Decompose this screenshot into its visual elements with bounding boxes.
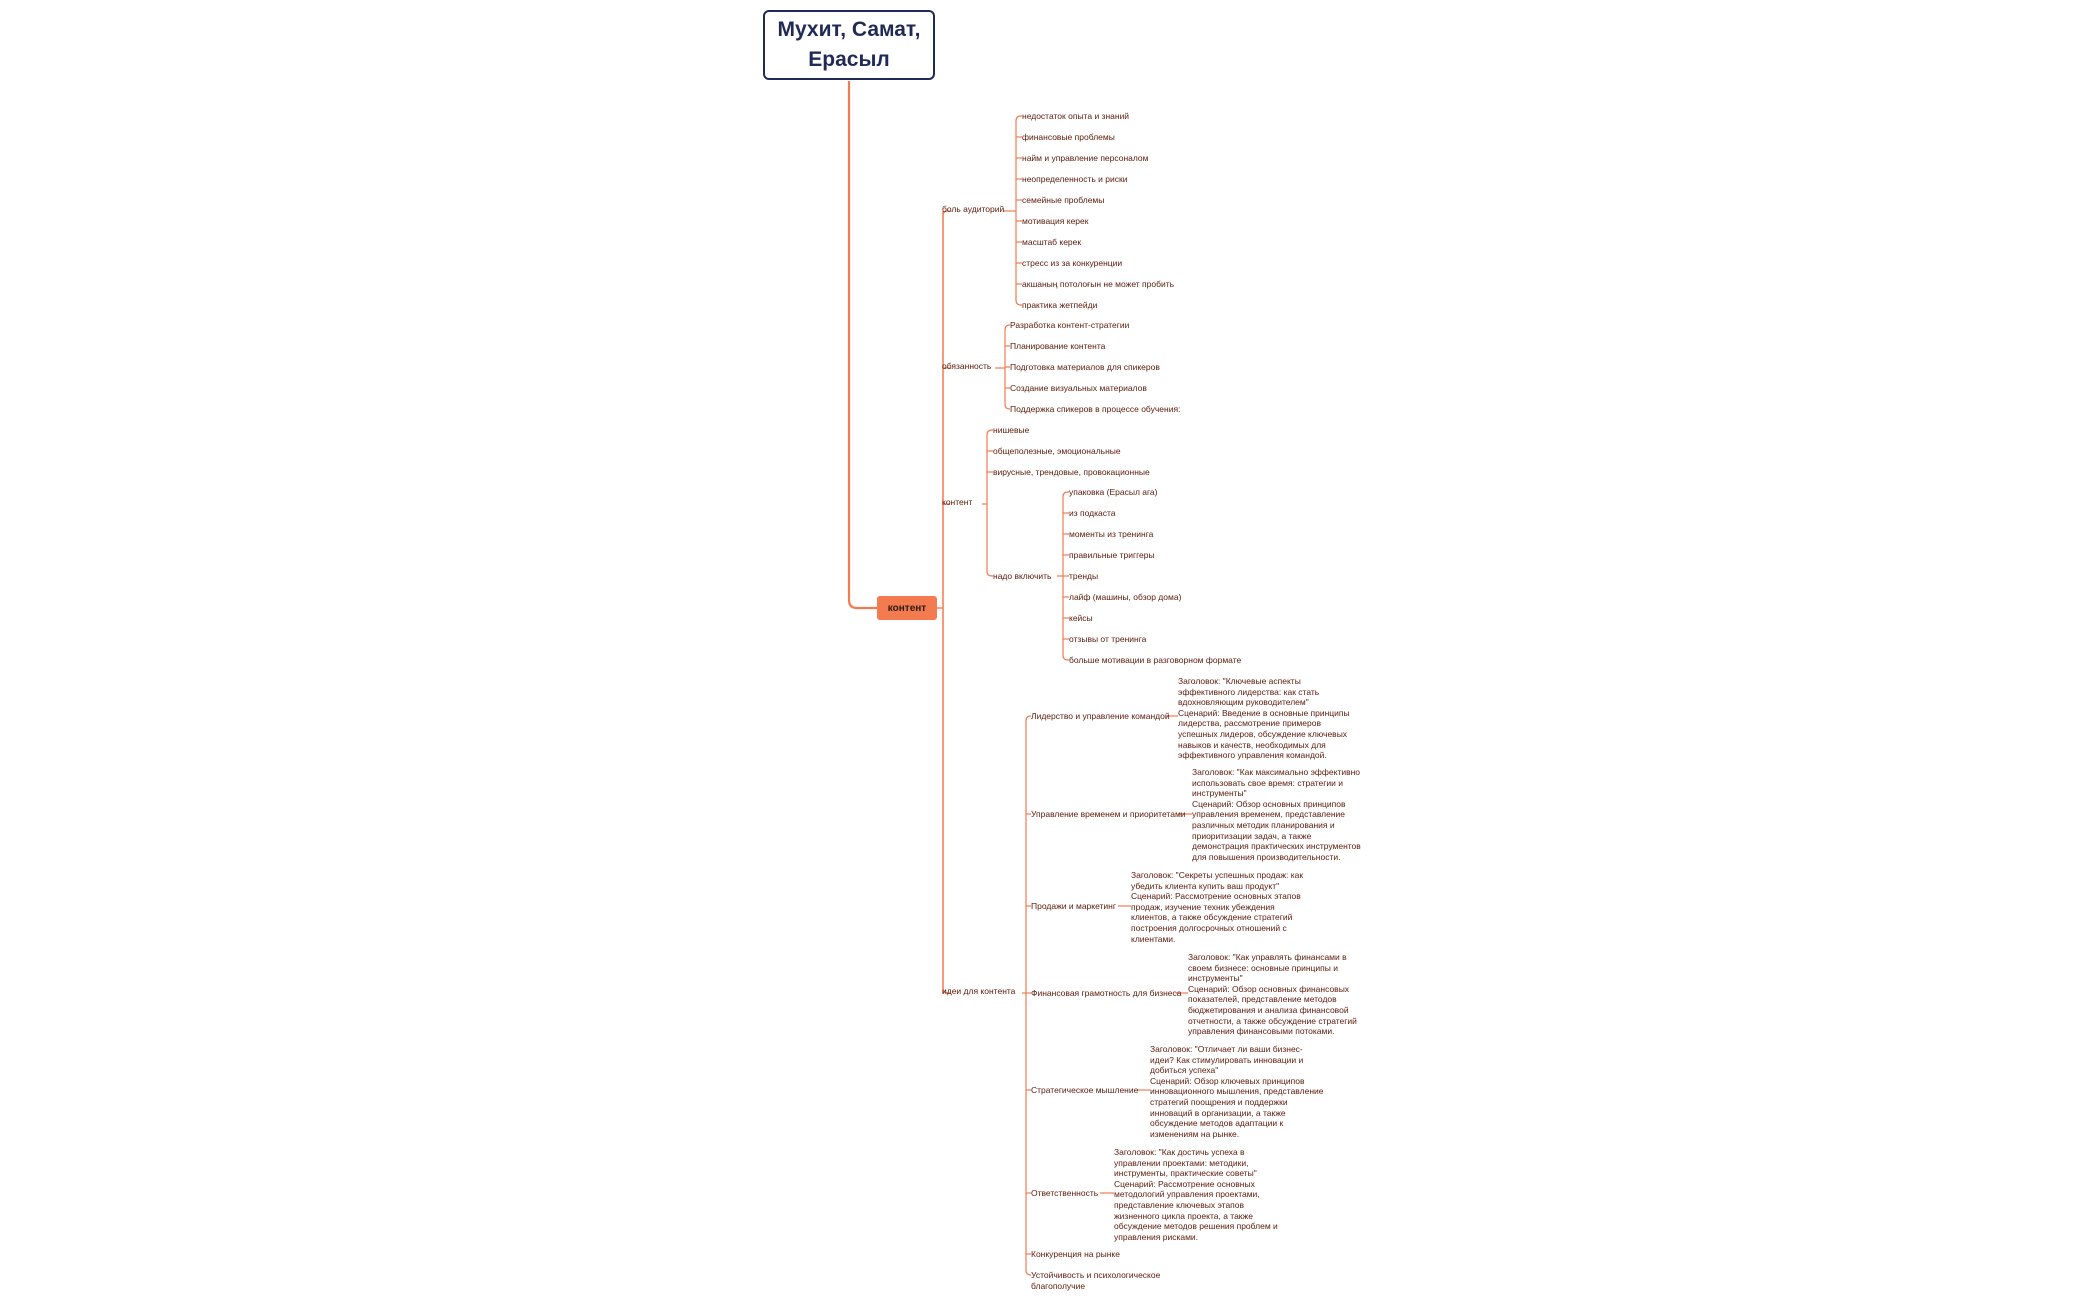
main-topic-node[interactable]: контент <box>877 596 937 620</box>
idea-script[interactable]: Заголовок: "Секреты успешных продаж: как… <box>1131 870 1304 944</box>
pain-stub <box>1015 299 1022 306</box>
include-stub <box>1062 491 1069 498</box>
idea-script[interactable]: Заголовок: "Как максимально эффективно и… <box>1192 767 1361 862</box>
must-include-item[interactable]: тренды <box>1069 571 1099 581</box>
duty-stub <box>1004 324 1011 331</box>
must-include-item[interactable]: больше мотивации в разговорном формате <box>1069 655 1242 665</box>
content-type-item[interactable]: вирусные, трендовые, провокационные <box>993 467 1150 477</box>
idea-topic[interactable]: Финансовая грамотность для бизнеса <box>1031 988 1182 998</box>
must-include-item[interactable]: отзывы от тренинга <box>1069 634 1147 644</box>
branch-audience-pain[interactable]: боль аудиторий <box>942 204 1005 214</box>
idea-script[interactable]: Заголовок: "Как достичь успеха в управле… <box>1114 1147 1278 1242</box>
must-include-item[interactable]: правильные триггеры <box>1069 550 1155 560</box>
branch-duties[interactable]: обязанность <box>942 361 992 371</box>
pain-item[interactable]: найм и управление персоналом <box>1022 153 1149 163</box>
must-include-item[interactable]: моменты из тренинга <box>1069 529 1154 539</box>
must-include-item[interactable]: лайф (машины, обзор дома) <box>1069 592 1182 602</box>
ideas-stub <box>1025 1269 1032 1276</box>
must-include-item[interactable]: из подкаста <box>1069 508 1116 518</box>
branch-content-ideas[interactable]: идеи для контента <box>942 986 1016 996</box>
idea-topic[interactable]: Управление временем и приоритетами <box>1031 809 1186 819</box>
duty-item[interactable]: Планирование контента <box>1010 341 1106 351</box>
root-node[interactable]: Мухит, Самат, Ерасыл <box>763 10 935 80</box>
content-stub <box>986 429 993 436</box>
ideas-stub <box>1025 715 1032 722</box>
pain-item[interactable]: практика жетпейди <box>1022 300 1098 310</box>
pain-item[interactable]: неопределенность и риски <box>1022 174 1128 184</box>
main-topic-label: контент <box>887 602 927 614</box>
idea-script[interactable]: Заголовок: "Отличает ли ваши бизнес- иде… <box>1150 1044 1324 1139</box>
duty-item[interactable]: Создание визуальных материалов <box>1010 383 1147 393</box>
content-type-item[interactable]: общеполезные, эмоциональные <box>993 446 1121 456</box>
idea-script[interactable]: Заголовок: "Как управлять финансами в св… <box>1188 952 1357 1037</box>
include-stub <box>1062 654 1069 661</box>
idea-script[interactable]: Заголовок: "Ключевые аспекты эффективног… <box>1178 676 1350 761</box>
duty-item[interactable]: Подготовка материалов для спикеров <box>1010 362 1160 372</box>
pain-item[interactable]: финансовые проблемы <box>1022 132 1115 142</box>
duty-item[interactable]: Разработка контент-стратегии <box>1010 320 1130 330</box>
idea-topic[interactable]: Лидерство и управление командой <box>1031 711 1170 721</box>
pain-stub <box>1015 115 1022 122</box>
idea-topic[interactable]: Продажи и маркетинг <box>1031 901 1116 911</box>
pain-item[interactable]: масштаб керек <box>1022 237 1082 247</box>
pain-item[interactable]: стресс из за конкуренции <box>1022 258 1123 268</box>
pain-item[interactable]: акшаның потолоғын не может пробить <box>1022 279 1175 289</box>
pain-item[interactable]: недостаток опыта и знаний <box>1022 111 1130 121</box>
pain-item[interactable]: мотивация керек <box>1022 216 1089 226</box>
duty-item[interactable]: Поддержка спикеров в процессе обучения: <box>1010 404 1181 414</box>
must-include-item[interactable]: кейсы <box>1069 613 1093 623</box>
root-node-label: Мухит, Самат, Ерасыл <box>777 18 921 71</box>
must-include-item[interactable]: упаковка (Ерасыл ага) <box>1069 487 1158 497</box>
duty-stub <box>1004 403 1011 410</box>
branch-content[interactable]: контент <box>942 497 973 507</box>
idea-topic[interactable]: Устойчивость и психологическое благополу… <box>1031 1270 1161 1291</box>
idea-topic[interactable]: Ответственность <box>1031 1188 1099 1198</box>
content-stub <box>986 570 993 577</box>
pain-item[interactable]: семейные проблемы <box>1022 195 1105 205</box>
must-include-node[interactable]: надо включить <box>993 571 1052 581</box>
idea-topic[interactable]: Стратегическое мышление <box>1031 1085 1139 1095</box>
root-to-main-line <box>847 81 877 610</box>
idea-topic[interactable]: Конкуренция на рынке <box>1031 1249 1120 1259</box>
content-type-item[interactable]: нишевые <box>993 425 1030 435</box>
